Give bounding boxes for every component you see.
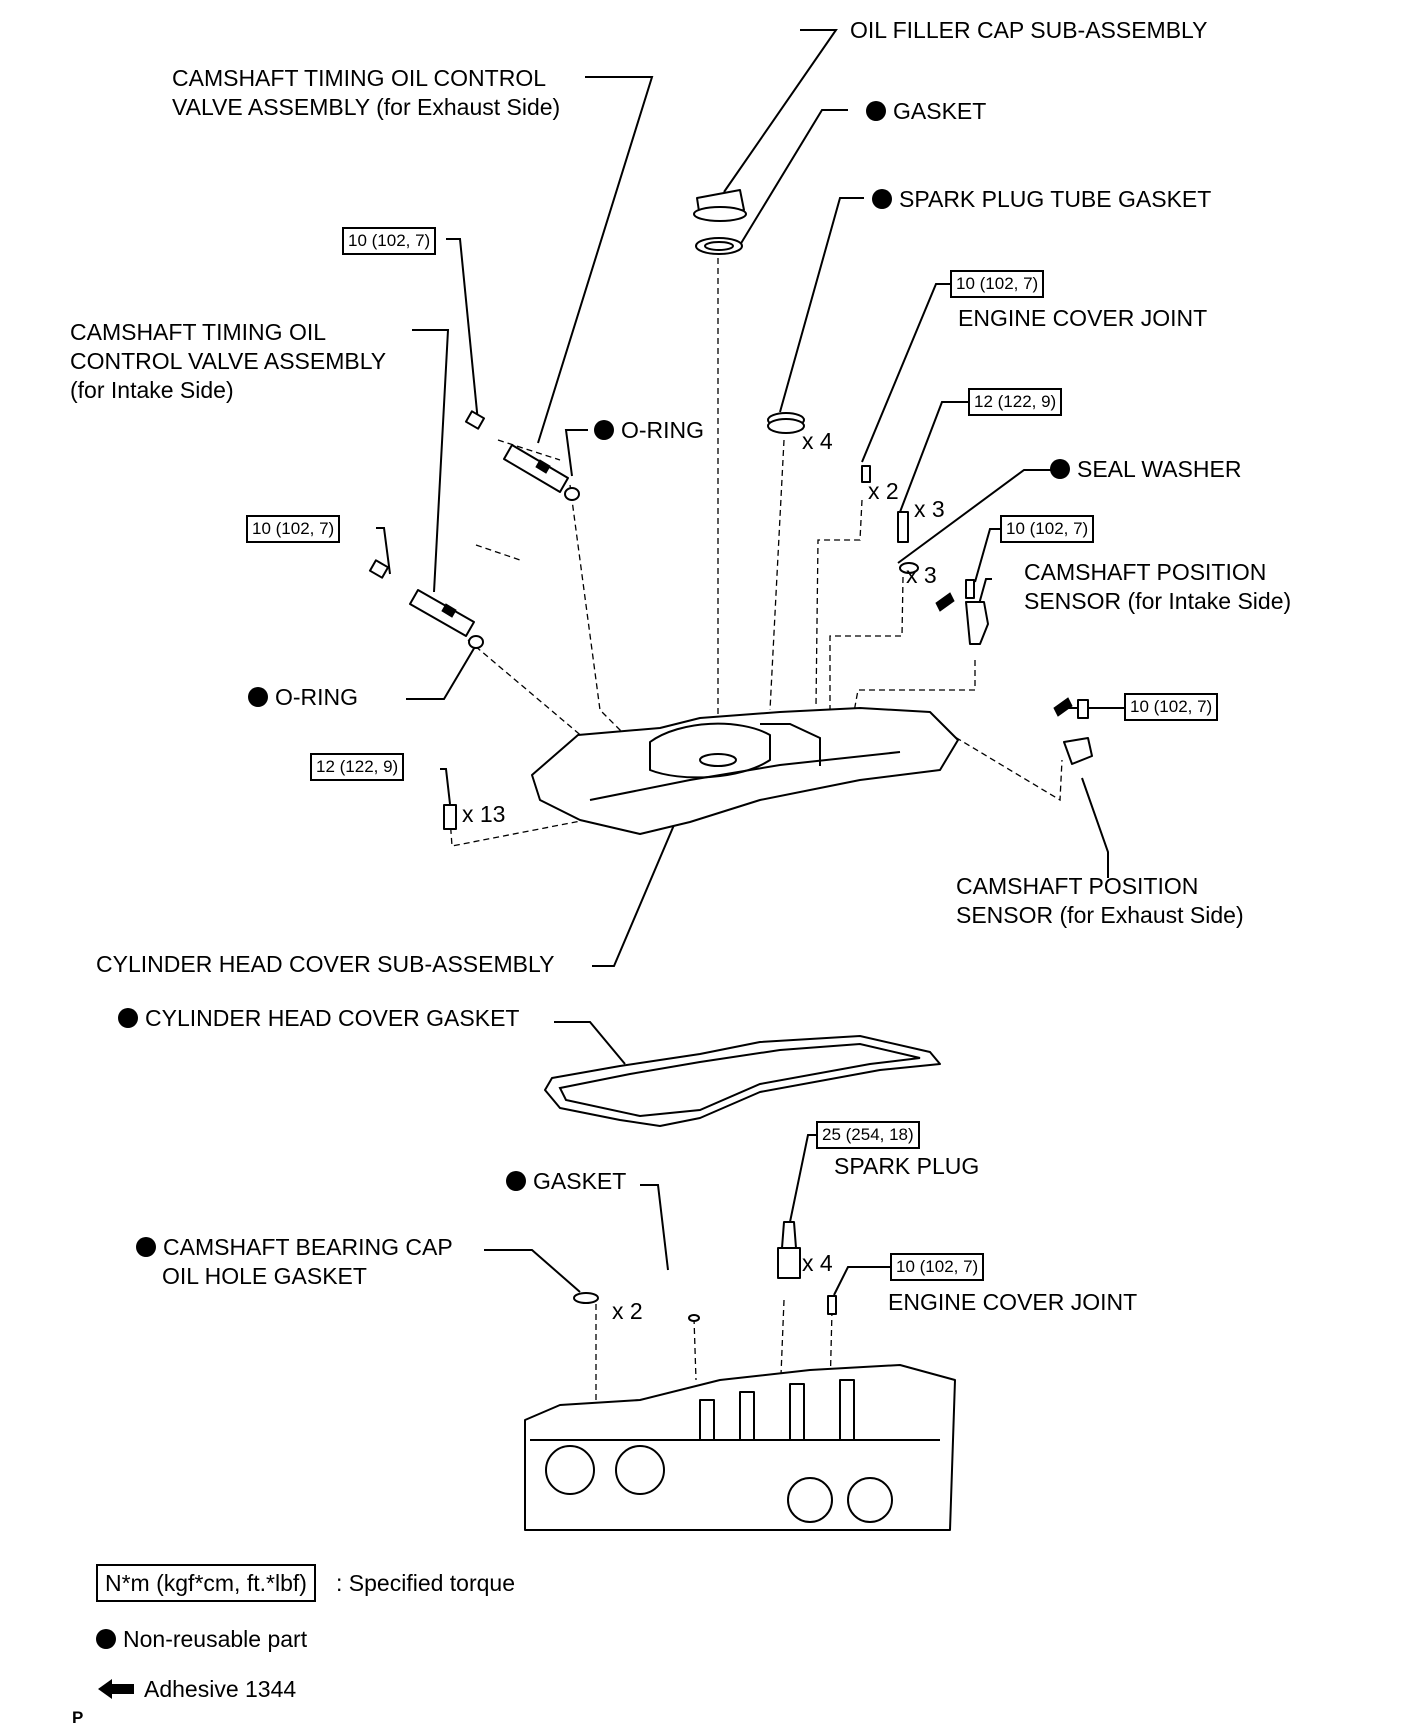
label-oil-filler-cap: OIL FILLER CAP SUB-ASSEMBLY	[850, 17, 1208, 43]
torque-engine-cover-joint-top: 10 (102, 7)	[950, 270, 1045, 298]
label-spark-plug: SPARK PLUG	[834, 1153, 980, 1179]
torque-spark-plug: 25 (254, 18)	[816, 1121, 920, 1149]
label-cps-exhaust-line1: CAMSHAFT POSITION	[956, 873, 1199, 899]
label-engine-cover-joint-bottom: ENGINE COVER JOINT	[888, 1289, 1138, 1315]
non-reusable-dot	[248, 687, 268, 707]
non-reusable-dot	[118, 1008, 138, 1028]
label-cylinder-head-cover: CYLINDER HEAD COVER SUB-ASSEMBLY	[96, 951, 555, 977]
torque-ocv-exhaust-bolt: 10 (102, 7)	[342, 227, 437, 255]
qty-seal-washer: x 3	[906, 562, 937, 588]
label-cps-intake-line2: SENSOR (for Intake Side)	[1024, 588, 1292, 614]
qty-spark-plug-tube-gasket: x 4	[802, 428, 833, 454]
non-reusable-dot	[1050, 459, 1070, 479]
label-ocv-intake: CAMSHAFT TIMING OIL CONTROL VALVE ASSEMB…	[70, 319, 387, 403]
qty-engine-cover-joint-top: x 2	[868, 478, 899, 504]
qty-bearing-cap-gasket: x 2	[612, 1298, 643, 1324]
label-ocv-exhaust-line2: VALVE ASSEMBLY (for Exhaust Side)	[172, 94, 561, 120]
non-reusable-dot	[136, 1237, 156, 1257]
adhesive-arrow-icon	[98, 1679, 134, 1699]
oil-filler-cap-drawing	[693, 189, 747, 255]
legend-torque-box: N*m (kgf*cm, ft.*lbf)	[96, 1564, 316, 1602]
label-o-ring-lower: O-RING	[248, 683, 358, 712]
cylinder-head-cover-gasket-drawing	[544, 1035, 941, 1127]
non-reusable-dot	[96, 1629, 116, 1649]
non-reusable-dot	[866, 101, 886, 121]
torque-engine-cover-joint-bottom: 10 (102, 7)	[890, 1253, 985, 1281]
non-reusable-dot	[506, 1171, 526, 1191]
cylinder-head-cover-drawing	[531, 707, 959, 835]
non-reusable-dot	[594, 420, 614, 440]
spark-plug-drawing	[777, 1221, 801, 1279]
legend-adhesive: Adhesive 1344	[96, 1672, 296, 1706]
ocv-exhaust-drawing	[464, 410, 580, 501]
label-ocv-exhaust-line1: CAMSHAFT TIMING OIL CONTROL	[172, 65, 546, 91]
torque-cps-exhaust-bolt: 10 (102, 7)	[1124, 693, 1219, 721]
bolts-drawing	[443, 465, 1093, 830]
torque-ocv-intake-bolt: 10 (102, 7)	[246, 515, 341, 543]
label-bearing-cap-gasket-line1: CAMSHAFT BEARING CAP	[136, 1233, 453, 1262]
label-gasket-top: GASKET	[866, 97, 986, 126]
qty-stud-bolt: x 3	[914, 496, 945, 522]
qty-head-cover-bolt: x 13	[462, 801, 506, 827]
non-reusable-dot	[872, 189, 892, 209]
label-bearing-cap-gasket-line2: OIL HOLE GASKET	[162, 1263, 367, 1289]
label-o-ring-upper: O-RING	[594, 416, 704, 445]
corner-mark: P	[72, 1708, 84, 1727]
label-seal-washer: SEAL WASHER	[1050, 455, 1241, 484]
small-gaskets-drawing	[573, 1292, 837, 1322]
legend-torque-text: : Specified torque	[336, 1570, 516, 1596]
ocv-intake-drawing	[368, 559, 484, 649]
label-cylinder-head-cover-gasket: CYLINDER HEAD COVER GASKET	[118, 1004, 519, 1033]
label-cps-exhaust-line2: SENSOR (for Exhaust Side)	[956, 902, 1244, 928]
torque-cps-intake-bolt: 10 (102, 7)	[1000, 515, 1095, 543]
legend-non-reusable: Non-reusable part	[96, 1622, 307, 1656]
leader-lines	[376, 29, 1124, 1296]
spark-plug-tube-gasket-drawing	[767, 412, 805, 434]
torque-head-cover-bolt: 12 (122, 9)	[310, 753, 405, 781]
qty-spark-plug: x 4	[802, 1250, 833, 1276]
label-gasket-bottom: GASKET	[506, 1167, 626, 1196]
cylinder-head-drawing	[524, 1364, 956, 1531]
label-engine-cover-joint-top: ENGINE COVER JOINT	[958, 305, 1208, 331]
label-cps-intake-line1: CAMSHAFT POSITION	[1024, 559, 1267, 585]
label-spark-plug-tube-gasket: SPARK PLUG TUBE GASKET	[872, 185, 1211, 214]
torque-stud-bolt: 12 (122, 9)	[968, 388, 1063, 416]
